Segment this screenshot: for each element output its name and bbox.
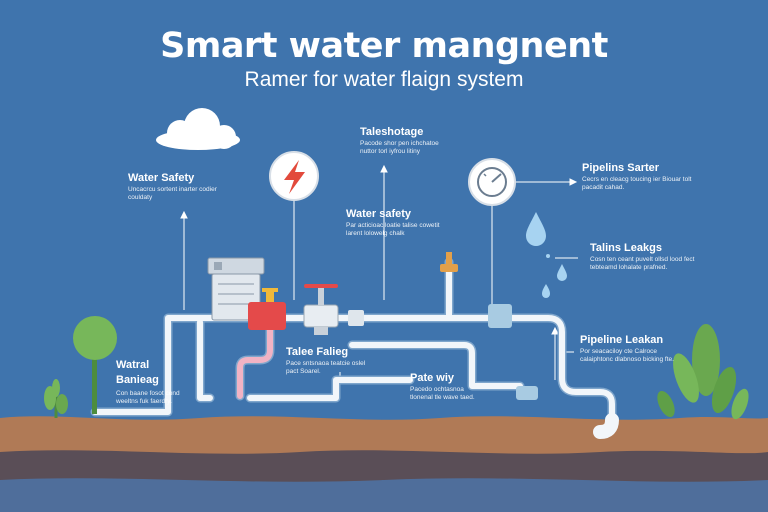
label-title: Pipeline Leakan (580, 334, 664, 346)
leader-lines (180, 164, 578, 392)
valve-icon (248, 288, 286, 330)
pipe-network (90, 257, 619, 439)
label-title: Watral Banieag (116, 359, 159, 386)
lightning-icon (269, 151, 319, 201)
underground-water-layer (0, 478, 768, 512)
pipe-joints (348, 252, 538, 400)
label-desc: Cosn ten ceant puvelt ollsd lood fect te… (590, 256, 695, 271)
label-title: Water safety (346, 208, 412, 220)
label-talee-falieg: Talee Falieg Pace sntsnaoa teatcie oslel… (286, 346, 366, 376)
label-pipeline-sarter: Pipelins Sarter Cecrs en cleacg toucing … (582, 162, 698, 192)
label-desc: Pacedo ochtasnoa tlonenal tle wave taed. (410, 386, 475, 401)
label-desc: Pacode shor pen ichchatoe nuttor torl iy… (360, 140, 439, 155)
label-pate-way: Pate wiy Pacedo ochtasnoa tlonenal tle w… (410, 372, 480, 402)
label-desc: Par acticioac loatie talise cowetit lare… (346, 222, 440, 237)
water-drop-icon (526, 212, 567, 298)
label-water-safety-mid: Water safety Par acticioac loatie talise… (346, 208, 456, 238)
cloud-icon (156, 108, 240, 150)
plant-icon (44, 379, 68, 418)
label-desc: Cecrs en cleacg toucing ier Biouar tolt … (582, 176, 692, 191)
grey-valve-icon (303, 284, 339, 335)
right-plants (657, 324, 749, 420)
label-talins-leakage: Talins Leakgs Cosn ten ceant puvelt olls… (590, 242, 696, 272)
label-desc: Por seacaciloy cte Calroce calaiphtonc d… (580, 348, 674, 363)
label-title: Pate wiy (410, 372, 455, 384)
label-water-safety-left: Water Safety Uncacrcu sortent inarter co… (128, 172, 228, 202)
tree-icon (73, 316, 117, 414)
label-water-banding: Watral Banieag Con baane fosot cond weel… (116, 358, 198, 406)
label-title: Water Safety (128, 172, 195, 184)
label-title: Talins Leakgs (590, 242, 662, 254)
page-title: Smart water mangnent (160, 26, 608, 66)
page-subtitle: Ramer for water flaign system (244, 68, 524, 91)
label-taleshotage: Taleshotage Pacode shor pen ichchatoe nu… (360, 126, 450, 156)
label-title: Pipelins Sarter (582, 162, 660, 174)
label-title: Taleshotage (360, 126, 424, 138)
label-desc: Uncacrcu sortent inarter codier couldaty (128, 186, 217, 201)
label-desc: Pace sntsnaoa teatcie oslel pact Soarel. (286, 360, 366, 375)
label-title: Talee Falieg (286, 346, 349, 358)
label-desc: Con baane fosot cond weeltns fuk faerdry… (116, 390, 180, 405)
gauge-icon (468, 158, 516, 206)
label-pipeline-leakage: Pipeline Leakan Por seacaciloy cte Calro… (580, 334, 676, 364)
